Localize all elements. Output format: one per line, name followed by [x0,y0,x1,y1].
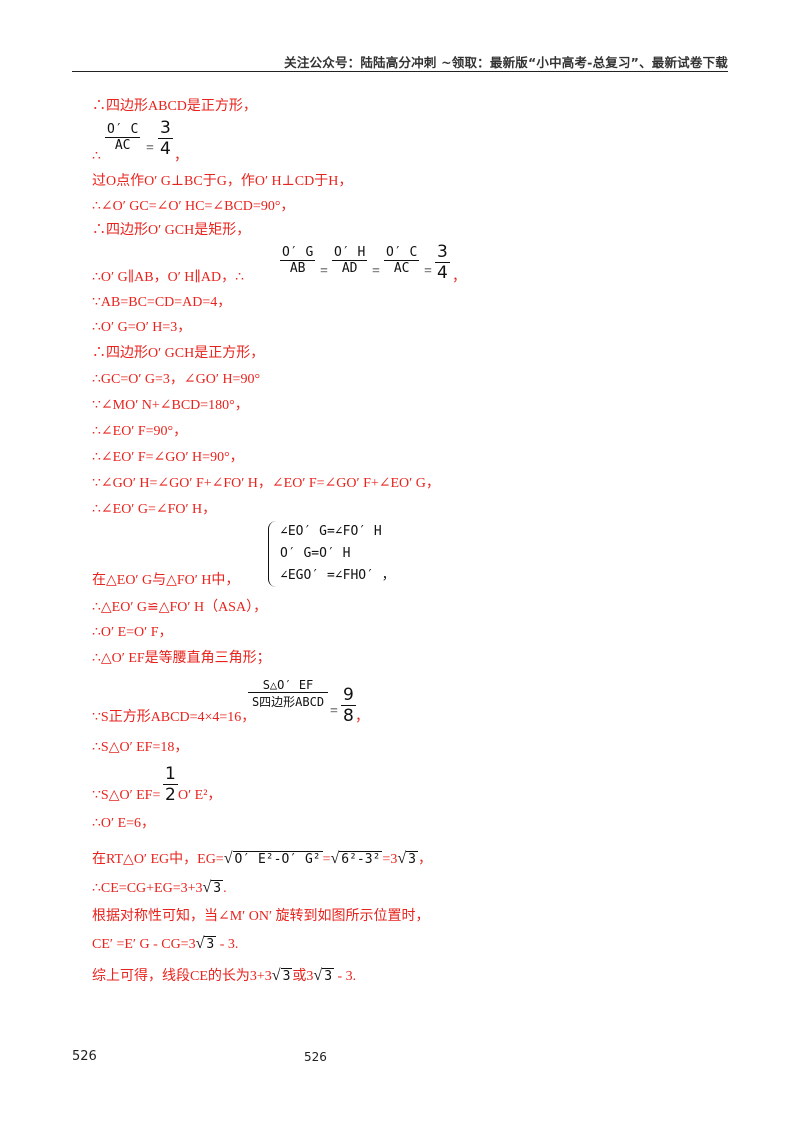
fraction-numerator: 9 [343,685,354,705]
line-1: ∴四边形ABCD是正方形， [92,99,257,114]
fraction-numerator: O′ H [334,245,366,260]
fraction-numerator: 1 [165,764,176,784]
radicand: 3 [211,880,224,896]
line-23: ∴O′ E=6， [92,816,156,831]
equation-1: ∠EO′ G=∠FO′ H [280,524,382,539]
comma: ， [417,852,432,867]
line-18: ∴O′ E=O′ F， [92,625,173,640]
line-7: ∵AB=BC=CD=AD=4， [92,295,232,310]
page-number-center: 526 [304,1050,327,1064]
line-28-post: - 3. [334,969,357,984]
equation-2: O′ G=O′ H [280,546,351,561]
fraction-numerator: O′ G [282,245,314,260]
line-25-pre: ∴CE=CG+EG=3+3 [92,881,203,896]
period: . [223,881,227,896]
fraction-denominator: 4 [160,139,171,159]
equation-system: ∠EO′ G=∠FO′ H O′ G=O′ H ∠EGO′ =∠FHO′ ， [268,521,395,587]
line-24-pre: 在RT△O′ EG中，EG= [92,852,224,867]
fraction-denominator: 2 [165,785,176,805]
line-27-post: - 3. [216,937,239,952]
line-13: ∴∠EO′ F=∠GO′ H=90°， [92,450,244,465]
equals-sign: = [372,264,380,279]
fraction-3-4: 3 4 [158,118,173,159]
radicand: 6²-3² [339,851,383,867]
fraction-numerator: O′ C [386,245,418,260]
line-19: ∴△O′ EF是等腰直角三角形； [92,651,271,666]
fraction-numerator: S△O′ EF [262,678,314,692]
radicand: 3 [280,968,293,984]
line-20: ∵S正方形ABCD=4×4=16， [92,710,256,725]
radical-sign: √ [223,850,233,867]
radical-sign: √ [397,850,407,867]
line-2-therefore: ∴ [92,149,101,164]
line-16: 在△EO′ G与△FO′ H中， [92,573,240,588]
fraction-denominator: 4 [437,263,448,283]
fraction-oc-ac-2: O′ C AC [384,245,420,276]
equals-sign: = [322,852,331,867]
fraction-oh-ad: O′ H AD [332,245,368,276]
line-12: ∴∠EO′ F=90°， [92,424,188,439]
fraction-1-2: 1 2 [163,764,178,805]
line-14: ∵∠GO′ H=∠GO′ F+∠FO′ H，∠EO′ F=∠GO′ F+∠EO′… [92,476,440,491]
radical-sign: √ [330,850,340,867]
fraction-9-8: 9 8 [341,685,356,726]
fraction-3-4: 3 4 [435,242,450,283]
fraction-denominator: AB [289,261,306,276]
fraction-denominator: AC [393,261,410,276]
equals-sign: = [320,264,328,279]
page-header: 关注公众号：陆陆高分冲刺 ~领取：最新版“小中高考-总复习”、最新试卷下载 [284,55,728,70]
line-21: ∴S△O′ EF=18， [92,740,189,755]
fraction-numerator: O′ C [107,122,139,137]
fraction-oc-ac: O′ C AC [105,122,141,153]
line-24: 在RT△O′ EG中，EG=√O′ E²-O′ G²=√6²-3²=3√3， [92,850,432,869]
radicand: 3 [204,936,217,952]
fraction-denominator: S四边形ABCD [251,695,325,709]
fraction-numerator: 3 [437,242,448,262]
line-26: 根据对称性可知，当∠M′ ON′ 旋转到如图所示位置时， [92,909,430,924]
equals-sign: = [330,704,338,719]
radical-sign: √ [313,967,323,984]
fraction-area-ratio: S△O′ EF S四边形ABCD [248,678,328,710]
line-2-comma: ， [174,149,188,164]
line-4: ∴∠O′ GC=∠O′ HC=∠BCD=90°， [92,199,295,214]
radicand: 3 [406,851,418,867]
line-10: ∴GC=O′ G=3，∠GO′ H=90° [92,372,261,387]
line-9: ∴四边形O′ GCH是正方形， [92,346,265,361]
fraction-denominator: AC [114,138,131,153]
line-27: CE′ =E′ G - CG=3√3 - 3. [92,935,238,954]
line-25: ∴CE=CG+EG=3+3√3. [92,879,227,898]
line-22-post: O′ E²， [178,788,222,803]
line-15: ∴∠EO′ G=∠FO′ H， [92,502,217,517]
line-28-pre: 综上可得，线段CE的长为3+3 [92,969,272,984]
fraction-denominator: 8 [343,706,354,726]
radical-sign: √ [271,967,281,984]
line-17: ∴△EO′ G≌△FO′ H（ASA）， [92,600,268,615]
radicand: O′ E²-O′ G² [232,851,323,867]
coefficient: =3 [382,852,398,867]
radical-sign: √ [195,935,205,952]
line-6: ∴O′ G∥AB，O′ H∥AD，∴ [92,270,244,285]
fraction-og-ab: O′ G AB [280,245,316,276]
line-5: ∴四边形O′ GCH是矩形， [92,223,251,238]
comma: ， [355,710,369,725]
equation-3: ∠EGO′ =∠FHO′ ， [280,568,395,583]
line-27-pre: CE′ =E′ G - CG=3 [92,937,196,952]
fraction-denominator: AD [341,261,358,276]
equals-sign: = [424,264,432,279]
radicand: 3 [322,968,335,984]
line-28-mid: 或3 [292,969,314,984]
equals-sign: = [146,141,154,156]
line-22-pre: ∵S△O′ EF= [92,788,161,803]
comma: ， [452,270,466,285]
page-number-left: 526 [72,1049,97,1064]
header-rule [72,71,728,72]
line-8: ∴O′ G=O′ H=3， [92,320,192,335]
line-11: ∵∠MO′ N+∠BCD=180°， [92,398,249,413]
radical-sign: √ [202,879,212,896]
left-brace [268,521,277,587]
fraction-numerator: 3 [160,118,171,138]
line-3: 过O点作O′ G⊥BC于G，作O′ H⊥CD于H， [92,174,353,189]
